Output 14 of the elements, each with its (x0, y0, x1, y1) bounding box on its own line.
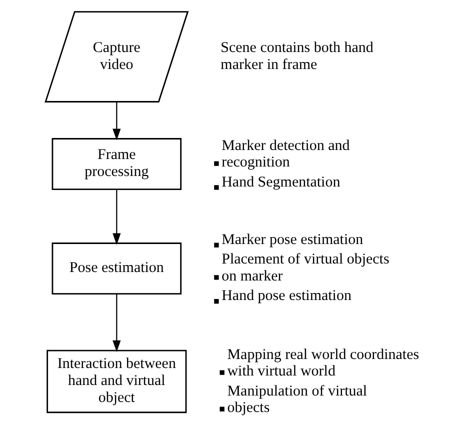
node-label: Marker pose estimation (222, 232, 364, 248)
arrow (112, 190, 121, 245)
node-label: Placement of virtual objects on marker (222, 252, 390, 285)
node-box: Interaction between hand and virtual object (46, 350, 187, 414)
node-label: Marker detection and recognition (222, 138, 350, 171)
node-label: Manipulation of virtual objects (227, 383, 368, 416)
arrow (112, 294, 121, 352)
node-box: Pose estimation (52, 242, 182, 295)
node-label: Mapping real world coordinates with virtual world (227, 346, 420, 380)
node-label: Scene contains both hand marker in frame (220, 40, 374, 73)
node-label: Hand Segmentation (222, 174, 340, 190)
node-label: Hand pose estimation (222, 288, 352, 304)
arrow (112, 102, 121, 140)
node-box: Frame processing (52, 138, 182, 190)
